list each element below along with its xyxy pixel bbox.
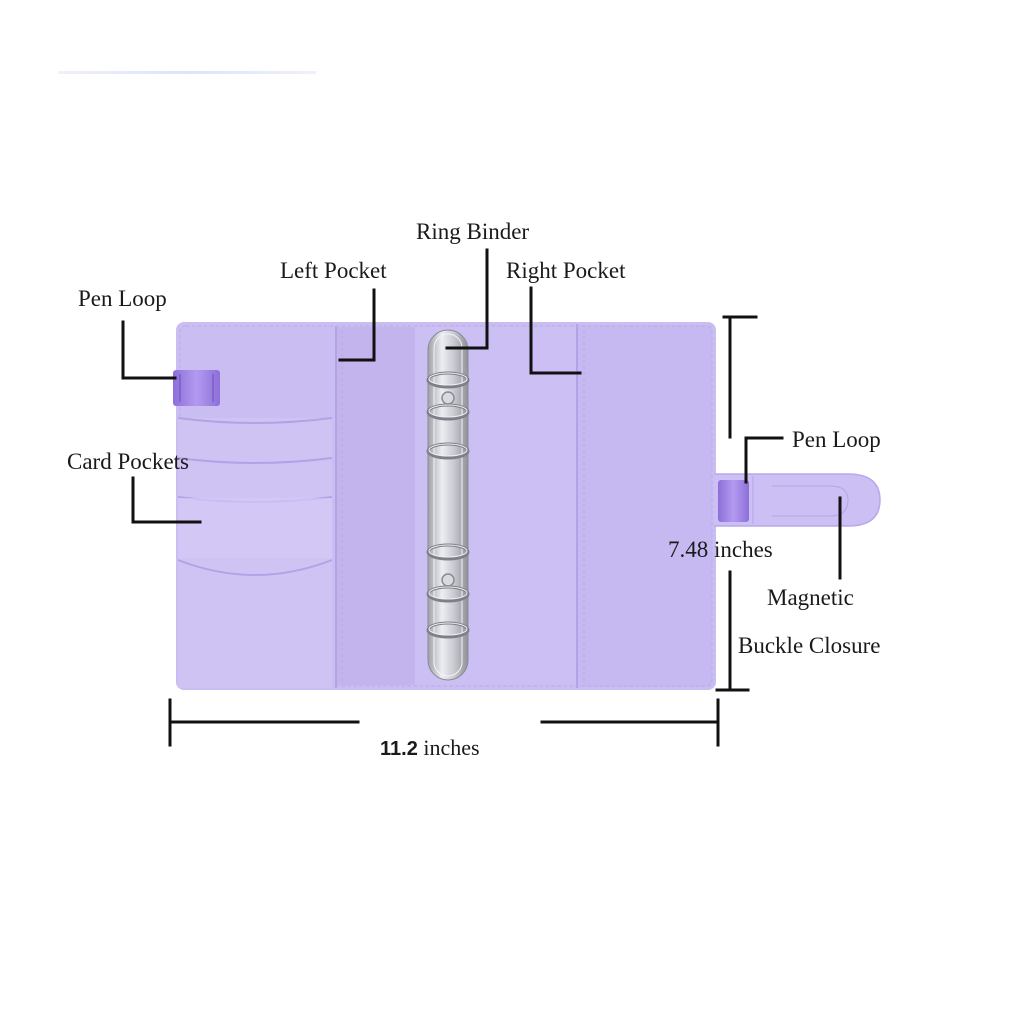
label-right-pocket: Right Pocket: [506, 258, 626, 283]
label-ring-binder: Ring Binder: [416, 219, 530, 244]
ring-release-button: [441, 391, 455, 405]
leader-pen-loop-left: [121, 320, 177, 380]
leader-ring-binder: [445, 248, 489, 350]
label-magnetic: Magnetic: [767, 585, 854, 610]
right-pocket-panel: [576, 325, 712, 687]
label-width-number: 11.2: [380, 738, 418, 760]
magnetic-closure: [714, 473, 881, 527]
card-pockets-group: [177, 417, 333, 688]
ring-binder-mechanism: [426, 329, 470, 681]
pen-loop-right-band: [718, 480, 749, 522]
left-pocket-panel: [335, 327, 430, 685]
label-height: 7.48 inches: [668, 537, 773, 562]
ring-release-button: [441, 573, 455, 587]
leader-pen-loop-right: [744, 436, 784, 484]
top-divider: [58, 71, 316, 74]
label-pen-loop-right: Pen Loop: [792, 427, 881, 452]
pen-loop-left-band: [173, 370, 220, 406]
leader-left-pocket: [338, 288, 376, 362]
callout-lines: [121, 248, 842, 747]
leader-card-pockets: [131, 476, 202, 524]
label-width: 11.2 inches: [380, 735, 480, 760]
leader-right-pocket: [529, 286, 582, 375]
label-card-pockets: Card Pockets: [67, 449, 190, 474]
label-buckle-closure: Buckle Closure: [738, 633, 881, 658]
label-left-pocket: Left Pocket: [280, 258, 387, 283]
label-width-unit: inches: [417, 735, 480, 760]
label-pen-loop-left: Pen Loop: [78, 286, 167, 311]
